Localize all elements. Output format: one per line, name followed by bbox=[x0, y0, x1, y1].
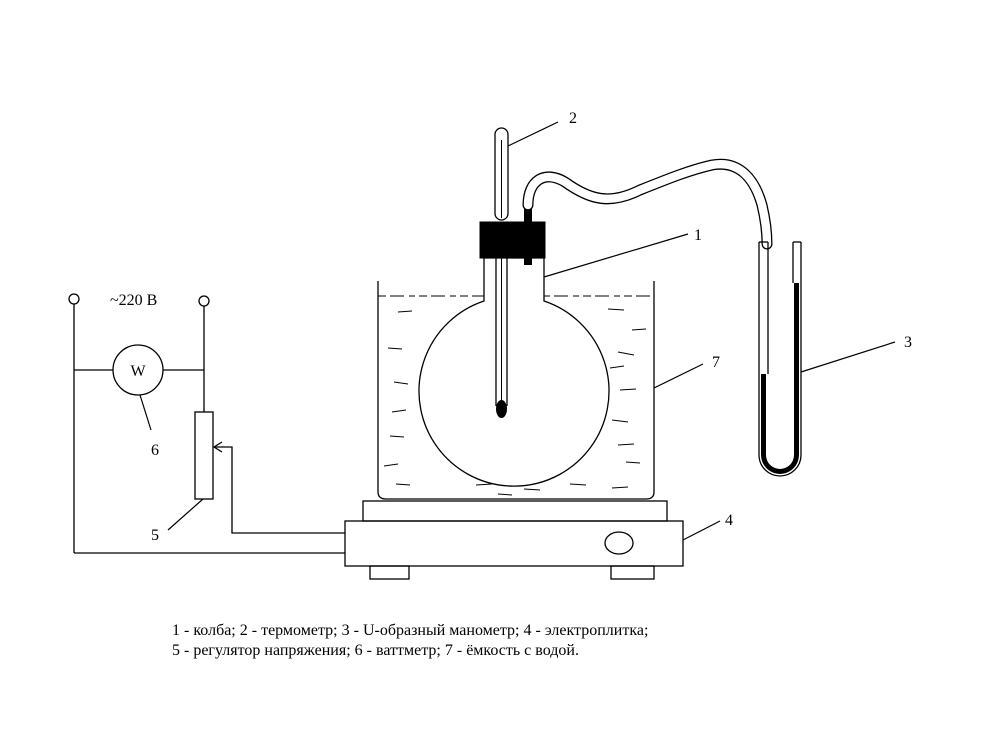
wattmeter-symbol: W bbox=[130, 363, 146, 380]
label-thermometer: 2 bbox=[569, 110, 577, 127]
label-container: 7 bbox=[712, 354, 720, 371]
flask-body bbox=[418, 257, 610, 487]
leader-manometer bbox=[800, 341, 896, 373]
thermometer-bulb bbox=[496, 400, 507, 418]
hotplate-knob bbox=[604, 531, 634, 555]
label-regulator: 5 bbox=[151, 527, 159, 544]
regulator-slider-wire bbox=[214, 446, 345, 534]
leader-thermometer bbox=[507, 121, 559, 147]
flexible-hose bbox=[522, 158, 773, 250]
voltage-regulator bbox=[194, 411, 214, 500]
terminal-right bbox=[198, 295, 210, 307]
leader-regulator bbox=[167, 498, 204, 531]
water-container bbox=[377, 281, 655, 500]
label-voltage: ~220 В bbox=[110, 292, 157, 309]
thermometer bbox=[494, 127, 509, 418]
water-dashes bbox=[383, 308, 647, 496]
flask bbox=[418, 221, 610, 487]
legend-caption: 1 - колба; 2 - термометр; 3 - U-образный… bbox=[172, 621, 648, 661]
leader-container bbox=[653, 363, 704, 389]
outlet-tube-stem bbox=[524, 203, 532, 265]
flask-stopper bbox=[479, 221, 546, 259]
hotplate bbox=[344, 500, 684, 580]
hotplate-foot-left bbox=[369, 565, 410, 580]
manometer-liquid bbox=[761, 283, 799, 474]
terminal-left bbox=[68, 293, 80, 305]
leader-lines bbox=[139, 121, 896, 541]
label-manometer: 3 bbox=[904, 334, 912, 351]
leader-hotplate bbox=[682, 520, 721, 541]
hotplate-body bbox=[344, 520, 684, 567]
hotplate-top-plate bbox=[362, 500, 668, 522]
leader-wattmeter bbox=[139, 394, 152, 431]
wattmeter bbox=[112, 344, 164, 396]
legend-line-1: 1 - колба; 2 - термометр; 3 - U-образный… bbox=[172, 622, 649, 639]
electrical-circuit bbox=[68, 293, 345, 554]
regulator-slider-arrow bbox=[212, 441, 223, 453]
manometer-outer bbox=[758, 242, 802, 477]
leader-flask bbox=[543, 233, 689, 278]
outlet-tube bbox=[524, 203, 532, 265]
u-manometer bbox=[758, 241, 802, 477]
label-wattmeter: 6 bbox=[151, 442, 159, 459]
hotplate-foot-right bbox=[610, 565, 655, 580]
label-flask: 1 bbox=[694, 227, 702, 244]
legend-line-2: 5 - регулятор напряжения; 6 - ваттметр; … bbox=[172, 642, 579, 659]
container-walls bbox=[377, 281, 655, 500]
label-hotplate: 4 bbox=[725, 512, 733, 529]
